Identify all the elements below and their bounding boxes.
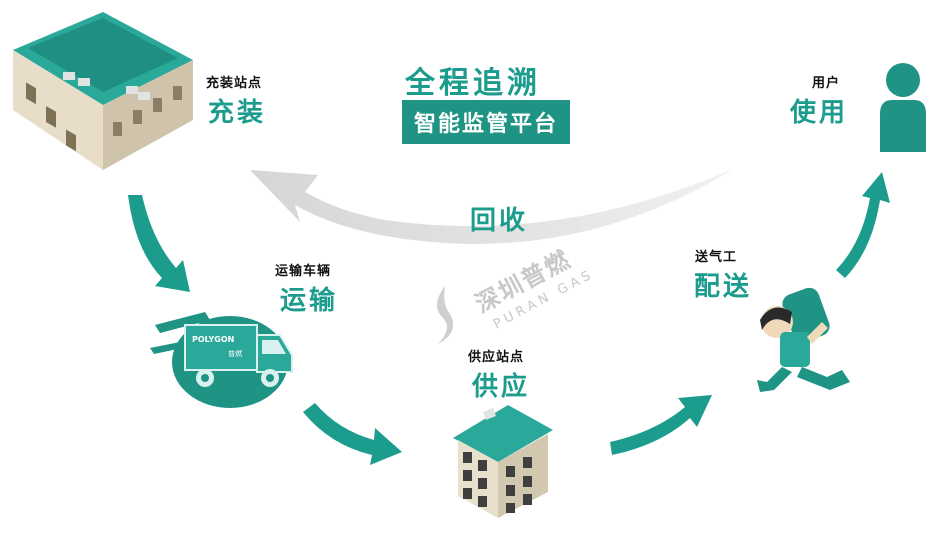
arrow-filling-to-transport [128, 195, 190, 292]
filling-station-sub-label: 充装站点 [206, 76, 263, 91]
truck-icon: POLYGON 普燃 [150, 312, 293, 408]
filling-station-icon [13, 12, 193, 170]
truck-brand: POLYGON [192, 335, 234, 344]
delivery-worker-icon [757, 287, 850, 392]
transport-main-label: 运输 [280, 286, 339, 316]
user-sub-label: 用户 [812, 76, 841, 91]
transport-sub-label: 运输车辆 [275, 264, 332, 279]
user-main-label: 使用 [790, 98, 849, 128]
page-title: 全程追溯 [405, 66, 541, 101]
truck-brand-cn: 普燃 [228, 349, 242, 358]
supply-station-icon [453, 405, 553, 518]
recycle-label: 回收 [470, 206, 529, 236]
supply-station-sub-label: 供应站点 [468, 350, 525, 365]
delivery-main-label: 配送 [694, 272, 753, 302]
arrow-delivery-to-user [836, 172, 890, 278]
delivery-sub-label: 送气工 [695, 250, 738, 265]
platform-banner: 智能监管平台 [402, 100, 571, 144]
user-icon [880, 63, 926, 152]
arrow-transport-to-supply [303, 403, 402, 465]
arrow-supply-to-delivery [610, 395, 712, 455]
filling-station-main-label: 充装 [208, 98, 267, 128]
supply-station-main-label: 供应 [472, 372, 531, 402]
watermark-logo-mark [428, 284, 462, 346]
